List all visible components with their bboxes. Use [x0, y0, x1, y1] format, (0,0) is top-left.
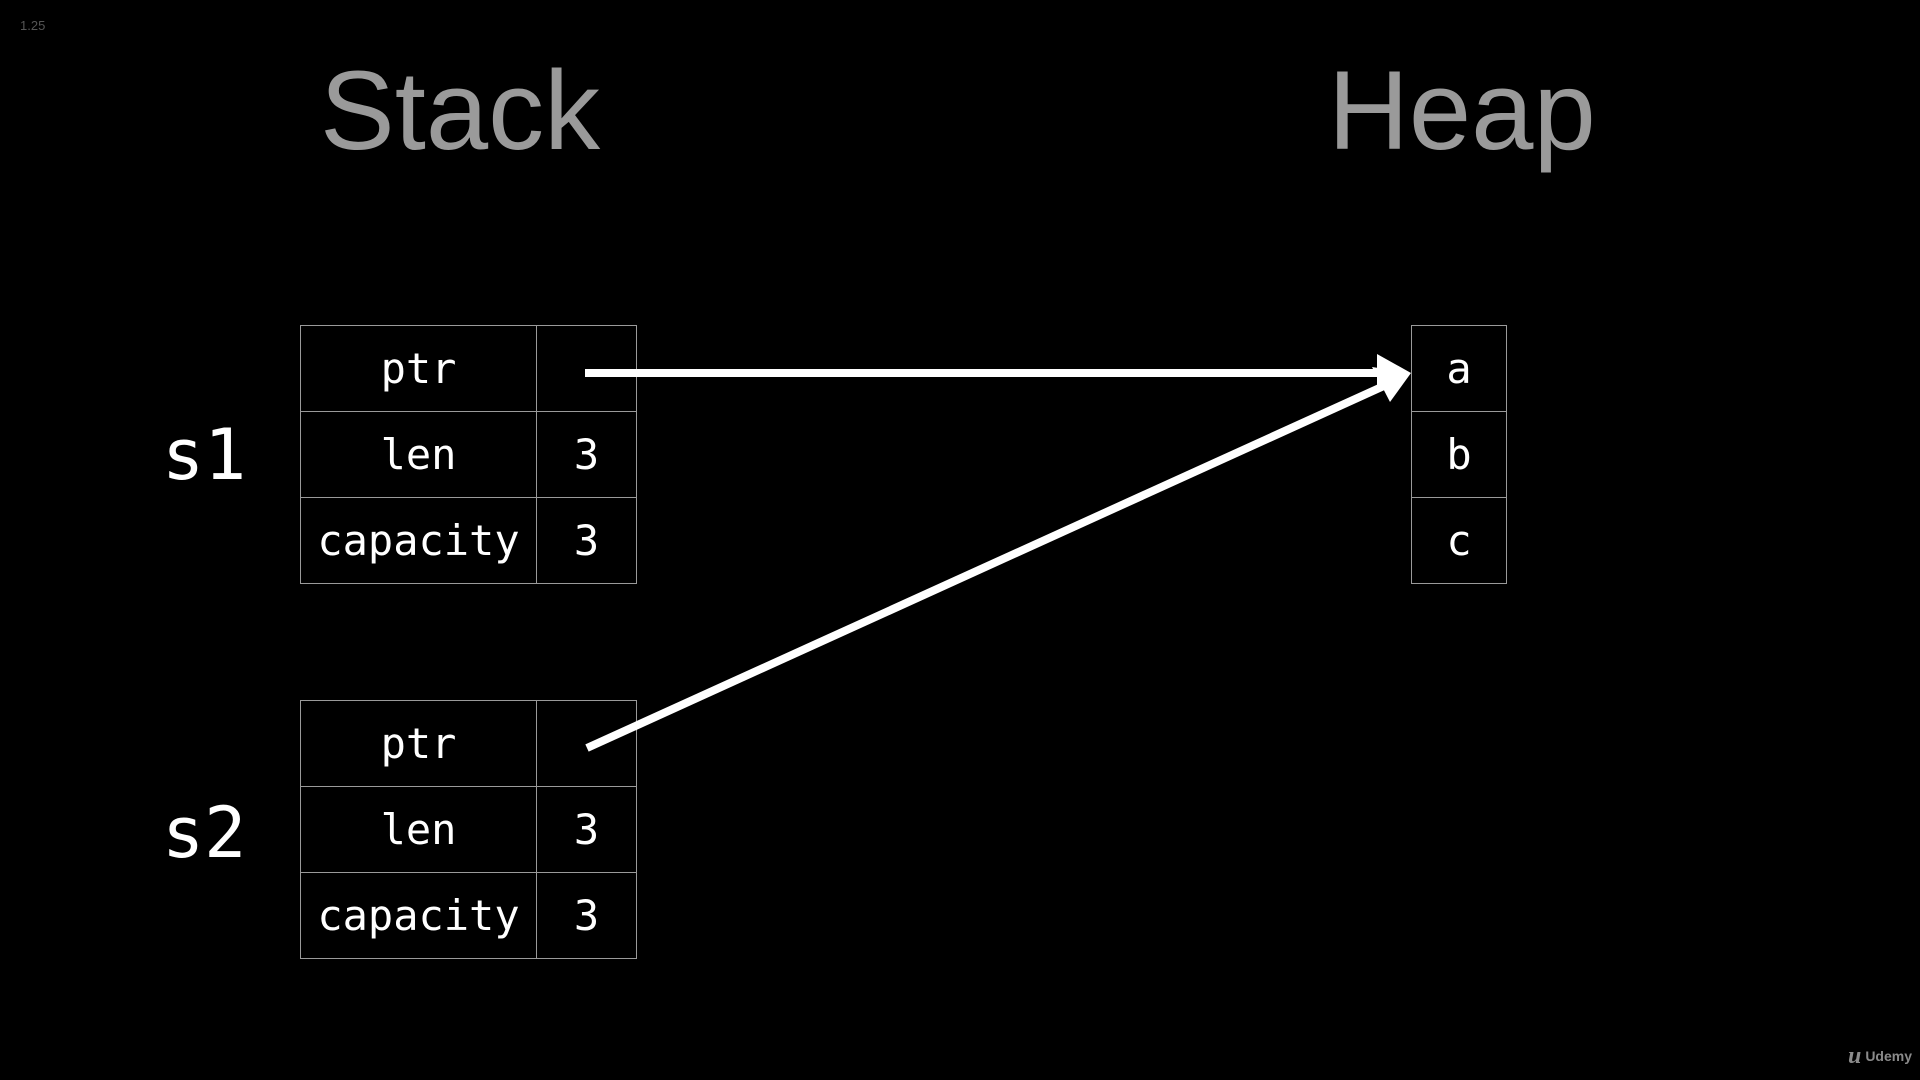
s1-len-row: len 3 — [300, 411, 637, 498]
s1-ptr-row: ptr — [300, 325, 637, 412]
s2-len-field: len — [300, 786, 537, 873]
stack-heading: Stack — [320, 48, 601, 173]
s2-ptr-value — [536, 700, 637, 787]
heap-heading: Heap — [1328, 48, 1596, 173]
heap-cell-a: a — [1411, 325, 1507, 412]
s1-label: s1 — [162, 414, 247, 496]
s1-stack-frame: ptr len 3 capacity 3 — [300, 325, 637, 584]
heap-cell-b: b — [1411, 411, 1507, 498]
udemy-logo: u Udemy — [1848, 1044, 1912, 1068]
slide-number: 1.25 — [20, 18, 46, 33]
s2-ptr-field: ptr — [300, 700, 537, 787]
s2-capacity-row: capacity 3 — [300, 872, 637, 959]
s2-capacity-field: capacity — [300, 872, 537, 959]
s1-ptr-value — [536, 325, 637, 412]
s2-ptr-arrow-line — [585, 381, 1388, 752]
s2-ptr-row: ptr — [300, 700, 637, 787]
s1-capacity-row: capacity 3 — [300, 497, 637, 584]
heap-cell-c: c — [1411, 497, 1507, 584]
s2-ptr-arrowhead — [1372, 367, 1411, 402]
udemy-logo-text: Udemy — [1865, 1048, 1912, 1064]
s1-capacity-value: 3 — [536, 497, 637, 584]
s1-capacity-field: capacity — [300, 497, 537, 584]
heap-block: a b c — [1411, 325, 1507, 584]
s2-label: s2 — [162, 792, 247, 874]
udemy-logo-icon: u — [1847, 1043, 1862, 1069]
s2-stack-frame: ptr len 3 capacity 3 — [300, 700, 637, 959]
s2-capacity-value: 3 — [536, 872, 637, 959]
